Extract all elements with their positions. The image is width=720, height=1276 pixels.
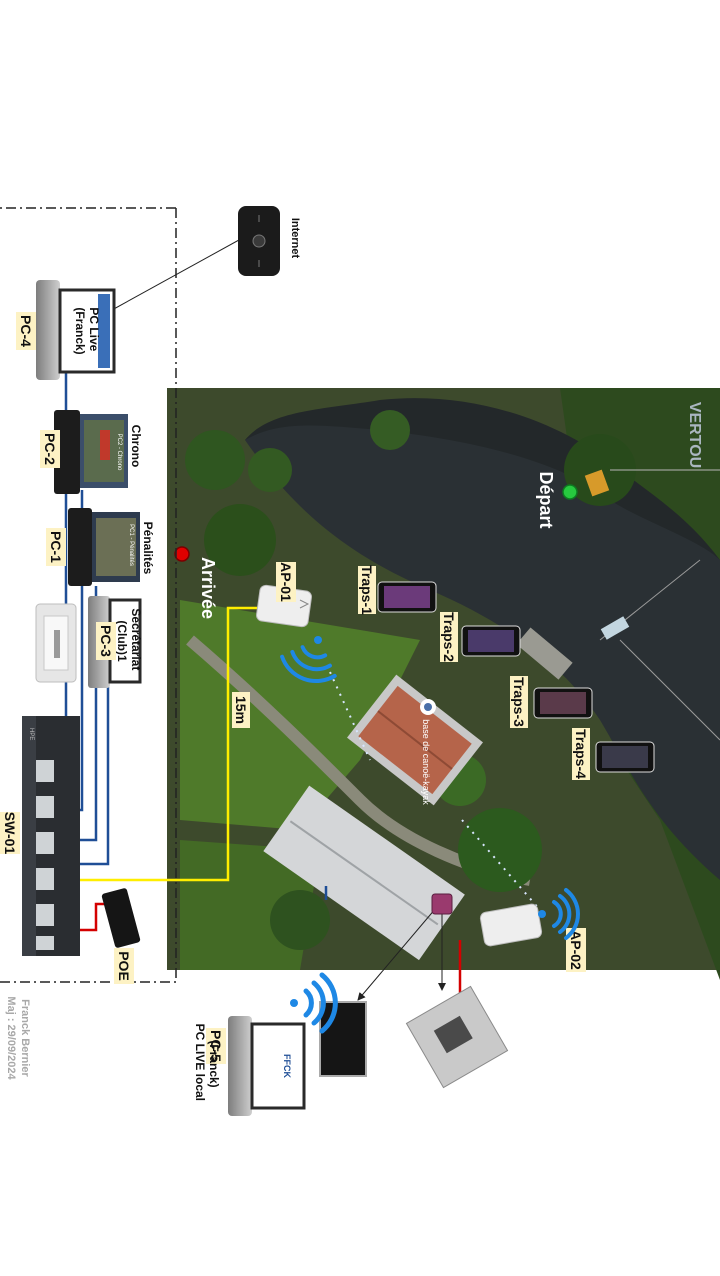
internet-modem xyxy=(238,206,280,276)
pc1-screen-label: PC1 - Pénalités xyxy=(128,524,134,566)
map-pin-icon xyxy=(420,699,436,715)
pc2-role-label: Chrono xyxy=(129,425,143,468)
pc3-id-label: PC-3 xyxy=(98,625,114,657)
traps-1-label: Traps-1 xyxy=(359,565,375,615)
pc2-laptop xyxy=(54,410,128,494)
pc5-id-label: PC-5 xyxy=(208,1030,224,1062)
start-label: Départ xyxy=(536,471,556,528)
traps-3-label: Traps-3 xyxy=(511,677,527,727)
traps-3: Traps-3 xyxy=(510,676,593,728)
pc5-role-line2: (Franck) xyxy=(207,1040,221,1087)
link-cable xyxy=(48,606,262,882)
pc4-screen-label: PC Live (Franck) xyxy=(73,307,101,354)
map-area-name: VERTOU xyxy=(686,402,703,468)
map-place-label: base de canoë-kayak xyxy=(421,719,431,805)
footer-updated: Maj : 29/09/2024 xyxy=(5,996,17,1080)
pc4-screen-line2: (Franck) xyxy=(73,307,87,354)
aerial-map xyxy=(167,388,720,980)
switch-label: SW-01 xyxy=(2,812,18,855)
ap1-wifi-icon xyxy=(280,636,337,684)
poe-label: POE xyxy=(116,951,132,981)
tv-display xyxy=(319,1001,367,1077)
cable-length-badge: 15m xyxy=(232,692,250,728)
lan-zone-border xyxy=(0,207,177,983)
pc3-id-badge: PC-3 xyxy=(96,622,116,660)
pc1-laptop xyxy=(68,508,140,586)
camera-device xyxy=(405,985,509,1089)
pc1-role-label: Pénalités xyxy=(141,522,155,575)
pc4-screen-line1: PC Live xyxy=(87,307,101,351)
traps-4-label: Traps-4 xyxy=(573,729,589,779)
internet-label: Internet xyxy=(289,218,301,259)
pc5-wifi-icon xyxy=(290,972,338,1034)
pc2-id-badge: PC-2 xyxy=(40,430,60,468)
ap1-id-badge: AP-01 xyxy=(276,562,296,602)
poe-injector xyxy=(101,888,141,948)
ap1-label: AP-01 xyxy=(278,562,294,602)
pc3-screen-label: Secrétariat (Club)1 xyxy=(115,608,143,673)
pc4-id-badge: PC-4 xyxy=(16,312,36,350)
traps-4: Traps-4 xyxy=(572,728,655,780)
pc1-id-label: PC-1 xyxy=(48,531,64,563)
camera-junction-box xyxy=(431,893,453,915)
pc5-screen-label: FFCK xyxy=(282,1054,292,1078)
switch-id-badge: SW-01 xyxy=(0,812,20,855)
traps-2: Traps-2 xyxy=(440,612,521,662)
pc2-screen-label: PC2 - Chrono xyxy=(116,434,122,471)
ap2-device xyxy=(479,903,543,947)
pc3-screen-line1: Secrétariat xyxy=(129,608,143,670)
traps-1: Traps-1 xyxy=(358,565,437,615)
pc1-id-badge: PC-1 xyxy=(46,528,66,566)
network-switch: HPE xyxy=(22,716,80,956)
camera-links xyxy=(111,234,446,1001)
cable-length-label: 15m xyxy=(233,696,249,724)
pc2-id-label: PC-2 xyxy=(42,433,58,465)
footer-author: Franck Bernier xyxy=(19,999,31,1077)
finish-marker: Arrivée xyxy=(174,546,218,619)
pc4-id-label: PC-4 xyxy=(18,315,34,347)
svg-text:HPE: HPE xyxy=(28,728,34,740)
ap2-label: AP-02 xyxy=(568,930,584,970)
poe-id-badge: POE xyxy=(114,948,134,984)
ap2-id-badge: AP-02 xyxy=(566,928,586,972)
printer-icon xyxy=(35,603,77,683)
pc5-laptop xyxy=(228,1016,306,1116)
finish-label: Arrivée xyxy=(198,557,218,619)
pc3-screen-line2: (Club)1 xyxy=(115,620,129,662)
pc5-role-line1: PC LIVE local xyxy=(193,1024,207,1101)
ap2-wifi-icon xyxy=(538,888,580,940)
traps-2-label: Traps-2 xyxy=(441,612,457,662)
wireless-links xyxy=(329,671,541,911)
start-marker: Départ xyxy=(536,471,578,529)
pc5-role-label: PC LIVE local (Franck) xyxy=(193,1024,221,1105)
pc4-laptop xyxy=(36,280,116,380)
pc5-id-badge: PC-5 xyxy=(206,1028,226,1064)
